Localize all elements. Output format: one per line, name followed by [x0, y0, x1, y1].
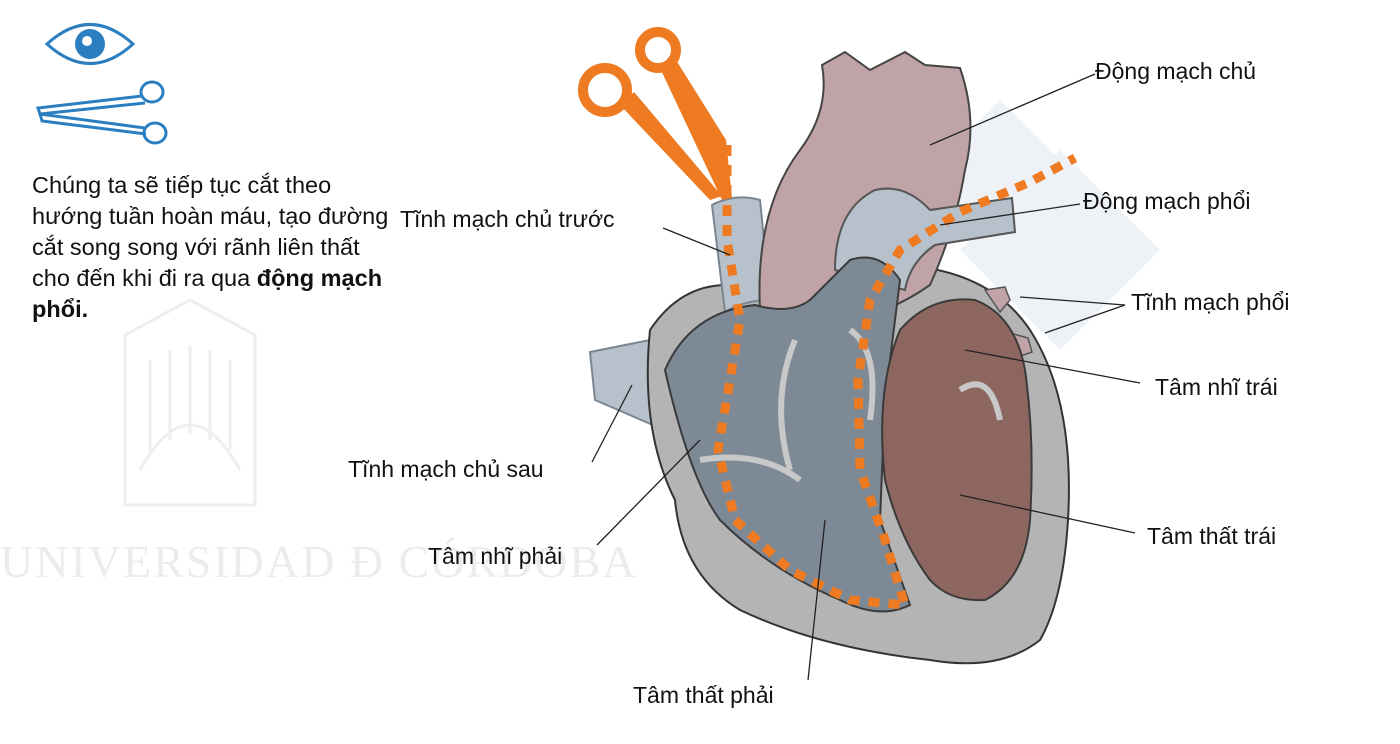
description-text: Chúng ta sẽ tiếp tục cắt theo hướng tuần…: [32, 170, 392, 325]
watermark-logo: [123, 298, 257, 507]
label-caudal-vena-cava: Tĩnh mạch chủ sau: [348, 456, 544, 482]
orange-scissors-icon: [578, 27, 732, 200]
left-chambers-shape: [881, 298, 1033, 602]
scissors-icon: [35, 80, 168, 145]
description-bold: động mạch phổi.: [32, 265, 383, 322]
label-right-ventricle: Tâm thất phải: [633, 682, 774, 708]
label-left-ventricle: Tâm thất trái: [1147, 523, 1277, 549]
label-pulmonary-artery: Động mạch phổi: [1083, 188, 1251, 214]
label-pulmonary-veins: Tĩnh mạch phổi: [1131, 289, 1290, 315]
label-aorta: Động mạch chủ: [1095, 58, 1257, 84]
leader-lines: [591, 73, 1141, 681]
label-cranial-vena-cava: Tĩnh mạch chủ trước: [400, 206, 615, 232]
right-chambers-shape: [663, 256, 912, 613]
eye-icon: [44, 23, 136, 65]
watermark-text: UNIVERSIDAD Ð CÓRDOBA: [0, 536, 638, 587]
label-right-atrium: Tâm nhĩ phải: [428, 543, 563, 569]
heart-septa: [699, 327, 1003, 483]
description-main: Chúng ta sẽ tiếp tục cắt theo hướng tuần…: [32, 172, 389, 291]
label-left-atrium: Tâm nhĩ trái: [1155, 374, 1278, 400]
